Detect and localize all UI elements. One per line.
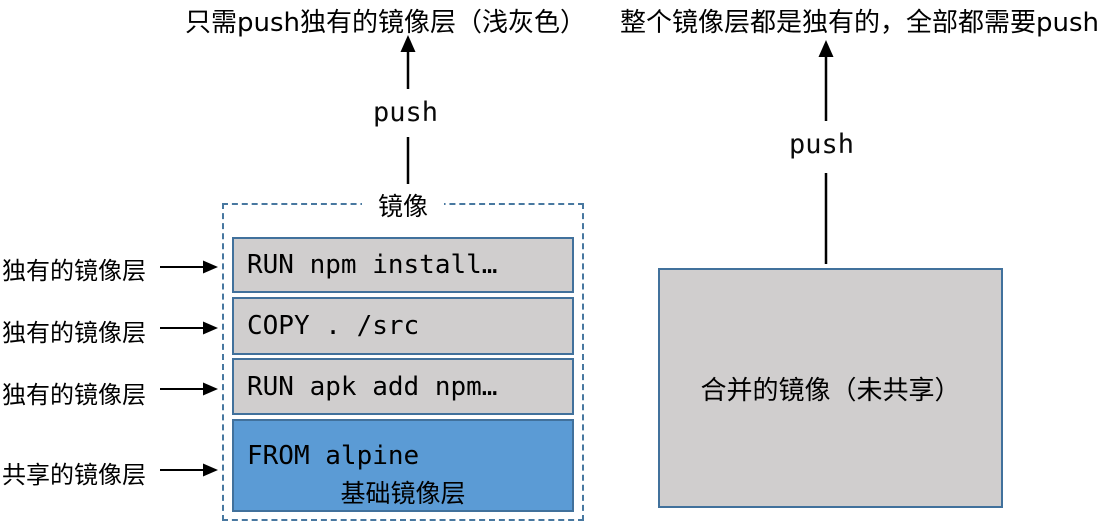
row-arrow-2-icon [160, 321, 218, 335]
push-label-right: push [789, 129, 855, 160]
row-label-shared-layer: 共享的镜像层 [2, 461, 146, 489]
merged-image-label: 合并的镜像（未共享） [700, 375, 961, 406]
layer-copy-src: COPY . /src [232, 297, 574, 355]
merged-image-box: 合并的镜像（未共享） [658, 268, 1003, 508]
row-label-unique-layer-2: 独有的镜像层 [2, 319, 146, 347]
layer-from-alpine-base: FROM alpine 基础镜像层 [232, 419, 574, 512]
layer-text: FROM alpine [247, 441, 420, 471]
row-label-unique-layer-1: 独有的镜像层 [2, 257, 146, 285]
caption-push-unique-layers: 只需push独有的镜像层（浅灰色） [185, 8, 587, 38]
row-arrow-4-icon [160, 463, 218, 477]
row-arrow-3-icon [160, 382, 218, 396]
row-arrow-1-icon [160, 260, 218, 274]
layer-run-apk-add: RUN apk add npm… [232, 358, 574, 415]
push-up-arrow-right-icon [818, 40, 834, 121]
image-box-title: 镜像 [361, 187, 445, 223]
layer-text: COPY . /src [247, 311, 420, 341]
row-label-unique-layer-3: 独有的镜像层 [2, 381, 146, 409]
caption-push-whole-image: 整个镜像层都是独有的，全部都需要push [620, 8, 1100, 38]
layer-text: RUN apk add npm… [247, 371, 498, 402]
layer-text: RUN npm install… [247, 250, 498, 280]
push-label-left: push [373, 97, 439, 128]
image-dashed-box: 镜像 [222, 187, 584, 521]
base-image-layer-label: 基础镜像层 [340, 479, 466, 508]
push-up-arrow-left-icon [400, 35, 416, 89]
layer-run-npm-install: RUN npm install… [232, 237, 574, 293]
